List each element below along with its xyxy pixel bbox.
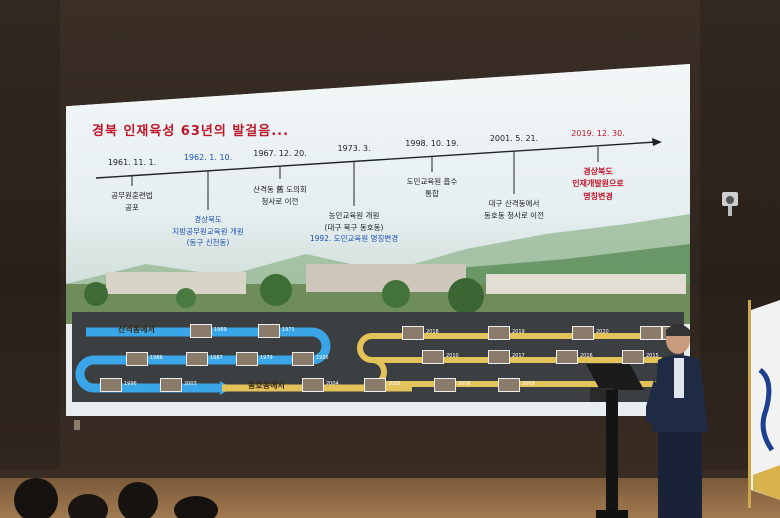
history-photo-thumbnail: [160, 378, 182, 392]
timeline-event-line: 동호동 청사로 이전: [484, 210, 544, 220]
podium: [586, 364, 644, 518]
timeline-event-line: 경상북도: [194, 215, 222, 224]
year-tag: 2009: [522, 381, 535, 387]
timeline-event-line: 인재개발원으로: [572, 179, 624, 189]
history-photo-thumbnail: [556, 350, 578, 364]
year-tag: 2015: [646, 353, 659, 359]
timeline-event-line: 청사로 이전: [261, 196, 299, 206]
year-tag: 2018: [426, 329, 439, 335]
wall-outlet: [74, 420, 80, 430]
timeline-date: 1973. 3.: [337, 144, 371, 153]
history-photo-thumbnail: [236, 352, 258, 366]
timeline-event-line: (대구 북구 동호동): [324, 222, 384, 232]
history-photo-thumbnail: [488, 326, 510, 340]
history-photo-thumbnail: [488, 350, 510, 364]
timeline-date: 1967. 12. 20.: [253, 149, 307, 158]
timeline-event-line: (동구 신천동): [186, 238, 230, 248]
wall-panel-left: [0, 0, 60, 470]
year-tag: 2006: [458, 381, 471, 387]
history-photo-thumbnail: [402, 326, 424, 340]
year-tag: 2016: [580, 353, 593, 359]
slide-upper-area: [66, 64, 690, 324]
audience-heads: [14, 478, 218, 518]
history-photo-thumbnail: [258, 324, 280, 338]
timeline-event-line: 농민교육원 개원: [328, 211, 380, 220]
security-camera-icon: [720, 190, 740, 218]
history-photo-thumbnail: [622, 350, 644, 364]
history-photo-thumbnail: [186, 352, 208, 366]
timeline-event-line: 1992. 도민교육원 명칭변경: [309, 234, 399, 244]
timeline-date: 1961. 11. 1.: [107, 158, 157, 167]
year-tag: 2004: [326, 381, 339, 387]
year-tag: 2017: [512, 353, 525, 359]
year-tag: 1969: [214, 327, 227, 333]
timeline-event-line: 공포: [125, 202, 139, 212]
timeline-date: 1998. 10. 19.: [405, 139, 459, 148]
timeline-event-line: 도민교육원 흡수: [406, 177, 458, 186]
track-label-dongho: 동호동에서: [248, 381, 285, 390]
year-tag: 1971: [282, 327, 295, 333]
timeline-event-line: 산격동 舊 도의회: [253, 185, 307, 194]
timeline-event-line: 통합: [425, 188, 439, 198]
timeline-event-line: 대구 산격동에서: [488, 199, 540, 208]
history-photo-thumbnail: [434, 378, 456, 392]
timeline-event-line: 명칭변경: [583, 191, 613, 201]
year-tag: 1995: [316, 355, 329, 361]
year-tag: 1996: [124, 381, 137, 387]
year-tag: 2003: [184, 381, 197, 387]
year-tag: 1979: [260, 355, 273, 361]
history-photo-thumbnail: [292, 352, 314, 366]
history-photo-thumbnail: [126, 352, 148, 366]
history-photo-thumbnail: [364, 378, 386, 392]
timeline-event-line: 경상북도: [583, 167, 613, 176]
timeline-event-line: 지방공무원교육원 개원: [172, 226, 244, 236]
history-photo-thumbnail: [190, 324, 212, 338]
history-photo-thumbnail: [498, 378, 520, 392]
history-photo-thumbnail: [572, 326, 594, 340]
timeline-axis: [95, 138, 662, 210]
history-photo-thumbnail: [640, 326, 662, 340]
timeline-date: 1962. 1. 10.: [183, 153, 233, 162]
timeline-date: 2001. 5. 21.: [489, 134, 539, 143]
year-tag: 1986: [150, 355, 163, 361]
history-photo-thumbnail: [422, 350, 444, 364]
year-tag: 1987: [210, 355, 223, 361]
timeline-event: 농민교육원 개원 (대구 북구 동호동) 1992. 도민교육원 명칭변경: [310, 210, 398, 245]
history-photo-thumbnail: [302, 378, 324, 392]
flag: [748, 300, 780, 508]
history-photo-track: 1969 1971 1986 1987 1979 1995 1996 2003 2004 2005…: [72, 312, 690, 402]
year-tag: 2005: [388, 381, 401, 387]
track-label-sangyeok: 산격동에서: [118, 325, 155, 334]
slide-title: 경북 인재육성 63년의 발걸음...: [92, 124, 290, 139]
year-tag: 2010: [446, 353, 459, 359]
timeline-event-line: 공무원훈련법: [111, 191, 153, 200]
year-tag: 2020: [596, 329, 609, 335]
history-photo-thumbnail: [100, 378, 122, 392]
timeline-date: 2019. 12. 30.: [571, 129, 625, 138]
year-tag: 2019: [512, 329, 525, 335]
speaker-person: [646, 324, 708, 518]
